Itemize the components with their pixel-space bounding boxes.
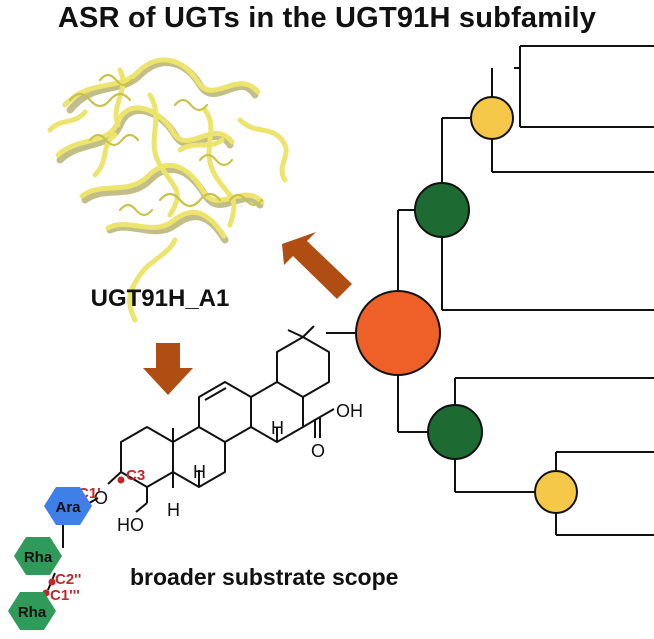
ring-h-label: H — [271, 418, 284, 438]
position-label-c2pp: C2'' — [55, 571, 81, 588]
acid-oh-label: OH — [336, 401, 363, 421]
tree-node-internal — [414, 182, 470, 238]
sugar-ara-label: Ara — [55, 499, 81, 516]
sugar-rha: Rha — [14, 537, 62, 575]
triterpene-molecule — [47, 325, 335, 591]
page-title: ASR of UGTs in the UGT91H subfamily — [57, 2, 597, 34]
linkage-markers: C3 C1' C2'' C1''' — [42, 467, 145, 604]
ring-h-label: H — [167, 500, 180, 520]
sugar-chain: Ara Rha Rha — [8, 487, 92, 630]
linkage-dot — [48, 578, 56, 586]
protein-structure — [47, 57, 289, 323]
sugar-ara: Ara — [44, 487, 92, 525]
sugar-rha-label: Rha — [18, 604, 47, 621]
linker-oxygen-label: O — [94, 488, 108, 508]
tree-node-internal — [427, 404, 483, 460]
linkage-dot — [117, 476, 125, 484]
acid-carbonyl-label: O — [311, 441, 325, 461]
sugar-rha: Rha — [8, 592, 56, 630]
substrate-scope-label: broader substrate scope — [130, 564, 399, 590]
protein-label: UGT91H_A1 — [90, 285, 230, 312]
tree-node-leaf — [534, 470, 578, 514]
arrow-down — [143, 343, 193, 395]
ring-h-label: H — [193, 462, 206, 482]
arrow-left — [282, 232, 352, 299]
tree-node-leaf — [470, 96, 514, 140]
hydroxymethyl-label: HO — [117, 515, 144, 535]
tree-nodes — [355, 96, 578, 514]
position-label-c1ppp: C1''' — [50, 587, 80, 604]
tree-node-root — [355, 290, 441, 376]
sugar-rha-label: Rha — [24, 549, 53, 566]
position-label-c3: C3 — [126, 467, 145, 484]
